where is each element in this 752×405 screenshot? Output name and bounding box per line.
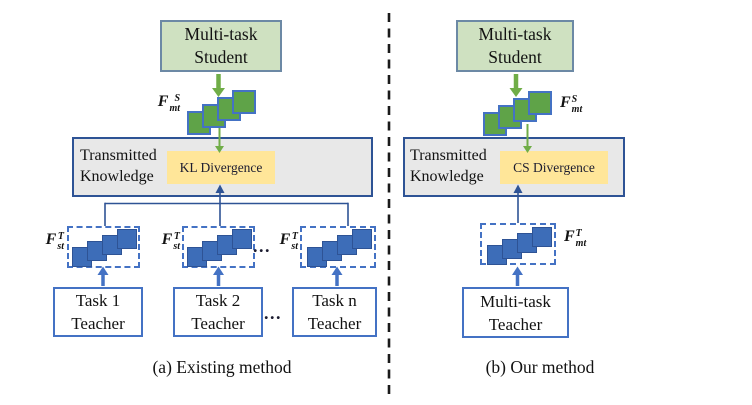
teacher-features-box-a1: [67, 226, 140, 268]
teacher-features-box-a3: [300, 226, 376, 268]
teacher-box-b: Multi-task Teacher: [462, 287, 569, 338]
green-square: [232, 90, 256, 114]
student-box-b-line2: Student: [488, 47, 542, 67]
teacher-features-box-b: [480, 223, 556, 265]
teacher-features-box-a2: [182, 226, 255, 268]
student-box-a-line2: Student: [194, 47, 248, 67]
teacher-feature-squares-a1: [72, 229, 138, 267]
teacher-box-a2: Task 2 Teacher: [173, 287, 263, 337]
cs-divergence-box: CS Divergence: [500, 151, 608, 184]
teacher-feature-squares-a3: [307, 229, 373, 267]
blue-square: [352, 229, 372, 249]
teacher-box-a1: Task 1 Teacher: [53, 287, 143, 337]
arrow-teacher-to-features-b: [512, 266, 523, 286]
blue-square: [232, 229, 252, 249]
student-box-a: Multi-task Student: [160, 20, 282, 72]
features-ellipsis: ...: [253, 236, 271, 256]
student-box-a-line1: Multi-task: [184, 24, 258, 44]
teacher-box-a3: Task n Teacher: [292, 287, 377, 337]
student-feature-squares-b: [483, 91, 554, 136]
blue-square: [117, 229, 137, 249]
transmitted-knowledge-label-b: Transmitted Knowledge: [410, 147, 487, 185]
blue-square: [532, 227, 552, 247]
arrow-teacher3-to-features-a: [331, 266, 343, 286]
teacher-feature-squares-a2: [187, 229, 253, 267]
green-square: [528, 91, 552, 115]
student-feature-squares-a: [187, 90, 258, 135]
student-box-b: Multi-task Student: [456, 20, 574, 72]
transmitted-knowledge-label-a: Transmitted Knowledge: [80, 147, 157, 185]
teachers-ellipsis: ...: [264, 303, 282, 323]
student-box-b-line1: Multi-task: [478, 24, 552, 44]
teacher-feature-squares-b: [487, 227, 553, 265]
caption-a: (a) Existing method: [152, 357, 292, 377]
arrow-teacher1-to-features-a: [97, 266, 109, 286]
kl-divergence-box: KL Divergence: [167, 151, 275, 184]
arrow-teacher2-to-features-a: [213, 266, 224, 286]
caption-b: (b) Our method: [485, 357, 595, 377]
